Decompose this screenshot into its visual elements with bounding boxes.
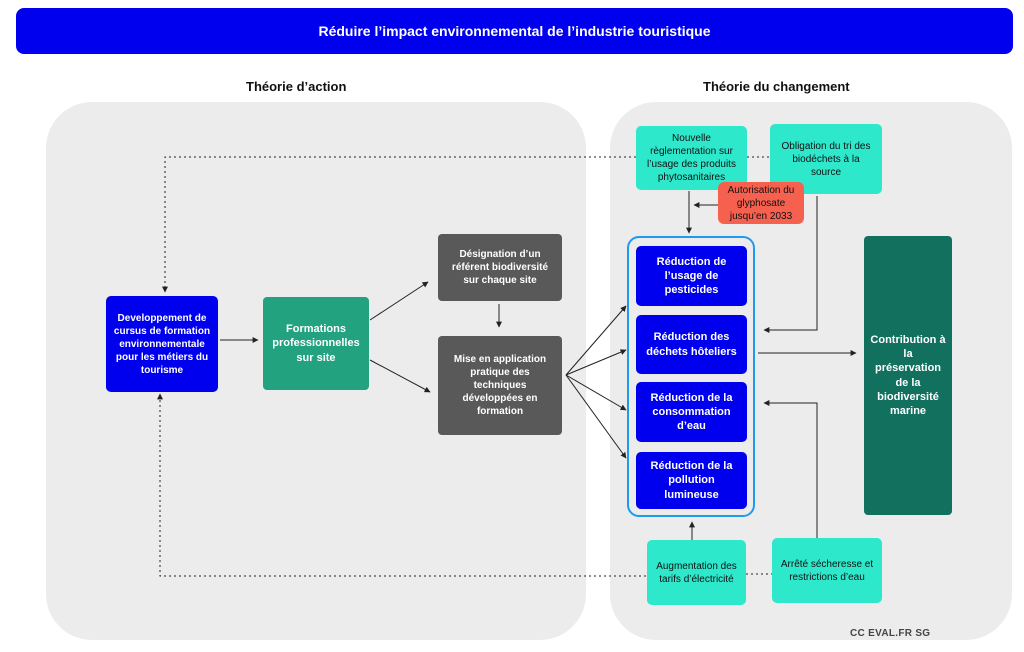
arrow-mise-lumineuse: [565, 374, 627, 459]
arrow-mise-dechets: [565, 349, 627, 376]
node-contribution: Contribution à la préservation de la bio…: [864, 236, 952, 515]
node-eau: Réduction de la consommation d’eau: [636, 382, 747, 442]
node-secheresse: Arrêté sécheresse et restrictions d’eau: [772, 538, 882, 603]
node-cursus: Developpement de cursus de formation env…: [106, 296, 218, 392]
node-formations: Formations professionnelles sur site: [263, 297, 369, 390]
node-tarifs: Augmentation des tarifs d’électricité: [647, 540, 746, 605]
node-pesticides: Réduction de l’usage de pesticides: [636, 246, 747, 306]
node-mise: Mise en application pratique des techniq…: [438, 336, 562, 435]
feedback-line-bottom: [157, 393, 646, 577]
outcomes-group: [627, 236, 755, 517]
arrow-mise-eau: [565, 374, 627, 411]
node-glyphosate: Autorisation du glyphosate jusqu’en 2033: [718, 182, 804, 224]
arrow-secheresse-eau: [763, 400, 818, 538]
arrow-obligation-dechets: [763, 196, 818, 333]
node-reglementation: Nouvelle règlementation sur l’usage des …: [636, 126, 747, 190]
credit-label: CC EVAL.FR SG: [850, 628, 931, 639]
arrow-formations-referent: [369, 281, 429, 321]
section-title-change: Théorie du changement: [703, 79, 850, 94]
node-dechets: Réduction des déchets hôteliers: [636, 315, 747, 374]
diagram-title: Réduire l’impact environnemental de l’in…: [16, 8, 1013, 54]
feedback-line-top: [162, 156, 636, 293]
section-title-action: Théorie d’action: [246, 79, 347, 94]
node-referent: Désignation d’un référent biodiversité s…: [438, 234, 562, 301]
node-lumineuse: Réduction de la pollution lumineuse: [636, 452, 747, 509]
arrow-mise-pesticides: [565, 305, 627, 376]
arrow-formations-mise: [369, 359, 431, 393]
